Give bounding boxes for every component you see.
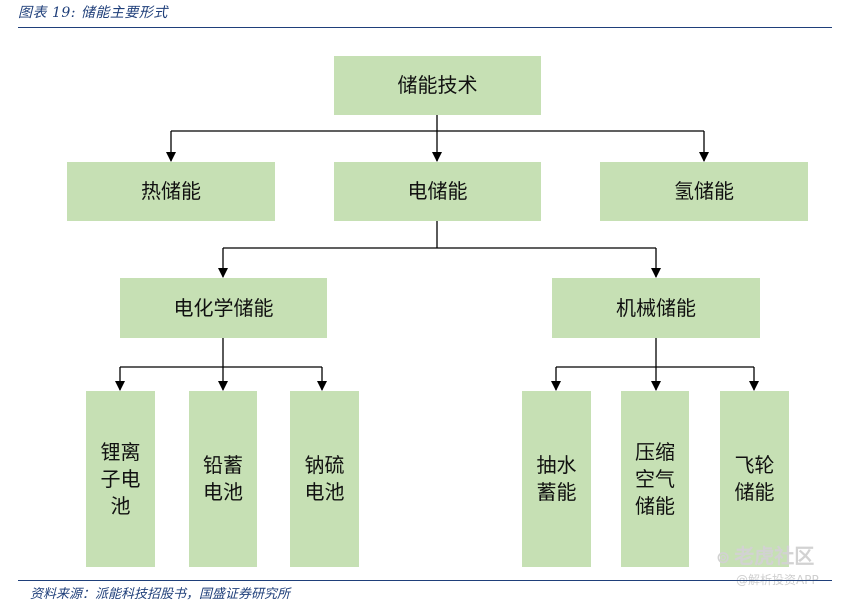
node-electric: 电储能: [334, 162, 541, 221]
figure-title: 图表 19: 储能主要形式: [18, 5, 168, 21]
node-electrochemical: 电化学储能: [120, 278, 327, 338]
leaf-flywheel-label: 飞轮 储能: [734, 453, 775, 504]
node-thermal-label: 热储能: [141, 179, 201, 203]
node-root: 储能技术: [334, 56, 541, 115]
node-hydrogen: 氢储能: [600, 162, 808, 221]
node-electrochemical-label: 电化学储能: [173, 295, 274, 320]
top-rule: [18, 27, 832, 28]
source-note: 资料来源：派能科技招股书，国盛证券研究所: [30, 587, 291, 602]
leaf-compressed-air: 压缩 空气 储能: [621, 391, 689, 567]
leaf-pumped-hydro-label: 抽水 蓄能: [536, 453, 577, 504]
leaf-lithium-battery: 锂离 子电 池: [86, 391, 155, 567]
leaf-lead-acid-battery: 铅蓄 电池: [189, 391, 257, 567]
node-root-label: 储能技术: [397, 73, 478, 97]
watermark-brand-text: 老虎社区: [734, 544, 815, 568]
watermark-logo-icon: ⊚: [716, 548, 731, 568]
leaf-lead-acid-battery-label: 铅蓄 电池: [203, 453, 243, 504]
leaf-sodium-sulfur-battery-label: 钠硫 电池: [304, 453, 345, 504]
leaf-lithium-battery-label: 锂离 子电 池: [100, 439, 141, 518]
leaf-compressed-air-label: 压缩 空气 储能: [635, 439, 675, 518]
node-thermal: 热储能: [67, 162, 275, 221]
node-mechanical: 机械储能: [552, 278, 760, 338]
watermark-brand: ⊚老虎社区: [716, 540, 814, 569]
bottom-rule: [18, 580, 832, 581]
node-electric-label: 电储能: [407, 179, 468, 203]
leaf-pumped-hydro: 抽水 蓄能: [522, 391, 591, 567]
leaf-sodium-sulfur-battery: 钠硫 电池: [290, 391, 359, 567]
node-mechanical-label: 机械储能: [616, 295, 696, 320]
leaf-flywheel: 飞轮 储能: [720, 391, 789, 567]
node-hydrogen-label: 氢储能: [674, 179, 734, 203]
